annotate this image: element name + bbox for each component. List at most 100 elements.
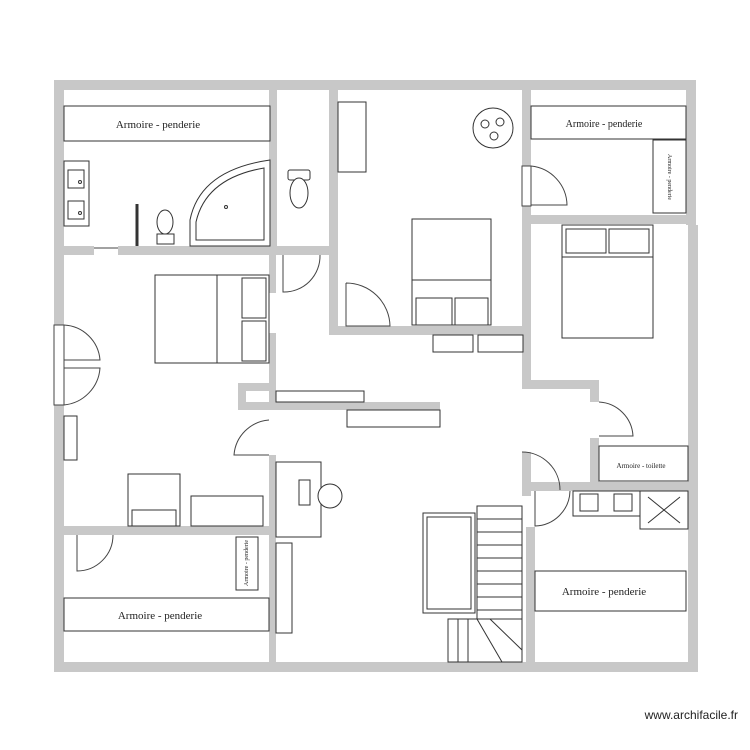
wall-bottom [54, 662, 698, 672]
bathroom-top-left [63, 105, 271, 247]
shelf [275, 390, 365, 403]
wall [329, 255, 338, 335]
wardrobe-3 [63, 597, 270, 632]
shower-drain [647, 496, 681, 524]
faucet [78, 211, 82, 215]
wall [118, 246, 334, 255]
watermark: www.archifacile.fr [644, 708, 738, 722]
bottom-left-room [63, 597, 270, 632]
wardrobe-4-label: Armoire - penderie [562, 586, 646, 598]
window[interactable] [521, 165, 532, 207]
shelf [346, 409, 441, 428]
shelf [432, 334, 474, 353]
pillow [565, 228, 607, 254]
office-chair [317, 483, 343, 509]
toilet-tank [156, 233, 175, 245]
keyboard [298, 479, 311, 506]
bedside-table [454, 297, 489, 326]
wall [238, 383, 276, 391]
shelf-vertical-1-label: Armoire - penderie [666, 154, 672, 200]
door-swing [63, 367, 101, 406]
wall [269, 255, 276, 293]
wall [522, 482, 698, 491]
bookshelf [275, 542, 293, 634]
doors [53, 165, 634, 572]
wardrobe-1 [63, 105, 271, 142]
shelf-vertical-2 [235, 536, 259, 591]
wall [590, 438, 599, 484]
wall-top [54, 80, 695, 90]
wall [522, 380, 598, 389]
staircase [447, 505, 523, 663]
bathroom-bottom-right [534, 490, 689, 612]
wardrobe-4 [534, 570, 687, 612]
wall [238, 383, 246, 410]
bookshelf [63, 415, 78, 461]
stair-landing [447, 618, 523, 663]
wc [287, 169, 311, 209]
wall-right-top [686, 80, 696, 225]
wardrobe-3-label: Armoire - penderie [118, 610, 202, 622]
pillow [241, 320, 267, 362]
closet-small-label: Armoire - toilette [617, 462, 666, 470]
wall [522, 80, 531, 166]
chair [489, 131, 499, 141]
wall [54, 246, 94, 255]
wall [590, 380, 599, 402]
wall [269, 80, 277, 255]
wall [269, 455, 276, 672]
corner-bath-inner [195, 167, 265, 241]
door-swing [76, 534, 114, 572]
toilet-bowl [156, 209, 174, 235]
window[interactable] [53, 324, 65, 406]
armchair-seat [131, 509, 177, 527]
faucet [78, 180, 82, 184]
wall [522, 452, 531, 482]
wardrobe-1-label: Armoire - penderie [116, 119, 200, 131]
wall [522, 215, 688, 224]
bedroom-left [63, 274, 270, 527]
top-right-room [530, 105, 687, 214]
wall [238, 402, 440, 410]
door-swing [530, 165, 568, 206]
stair-step [476, 618, 503, 663]
wall [526, 527, 535, 672]
wall-right-bottom [688, 225, 698, 672]
door-swing [534, 490, 571, 527]
door-swing [63, 324, 101, 361]
toilet-bowl [289, 177, 309, 209]
wall [522, 206, 531, 383]
sink-basin [67, 169, 85, 189]
interior-walls [54, 80, 698, 672]
wardrobe-2 [530, 105, 687, 140]
wardrobe-2-label: Armoire - penderie [566, 119, 643, 130]
bath-drain [224, 205, 228, 209]
door-swing [282, 254, 321, 293]
round-table [472, 107, 514, 149]
pillow [241, 277, 267, 319]
door-swing [233, 419, 270, 456]
door-swing [521, 451, 561, 491]
stair-step [489, 618, 523, 651]
dresser [190, 495, 264, 527]
sofa-seat [426, 516, 472, 610]
wall [329, 80, 338, 255]
wall [54, 526, 276, 535]
center-bedroom [337, 101, 524, 353]
corridor [235, 390, 476, 634]
wall [522, 491, 531, 496]
chair [495, 117, 505, 127]
sink-basin [613, 493, 633, 512]
closet-small [598, 445, 689, 482]
shelf-vertical-2-label: Armoire - penderie [244, 540, 250, 586]
door-swing [345, 282, 391, 327]
right-bedroom [561, 224, 689, 482]
wall [338, 326, 530, 335]
sink-basin [579, 493, 599, 512]
wall [269, 391, 276, 410]
chair [480, 119, 490, 129]
shelf-vertical-1 [652, 139, 687, 214]
wall [269, 333, 276, 383]
door-swing [598, 401, 634, 437]
